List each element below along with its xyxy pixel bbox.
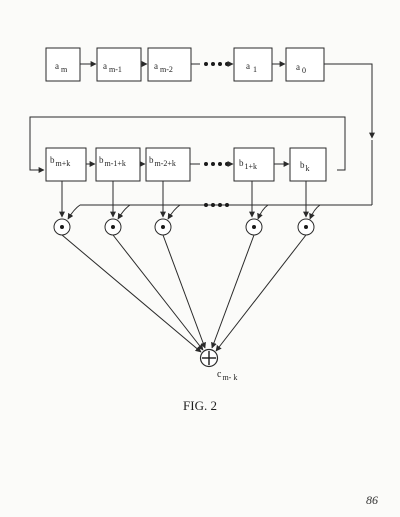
wire-a0-out <box>324 63 375 139</box>
ellipsis-dots-bottom <box>204 162 229 166</box>
register-b-m-2-plus-k: bm-2+k <box>145 147 191 182</box>
multiplier-node <box>154 218 172 236</box>
svg-text:bm-1+k: bm-1+k <box>99 155 126 168</box>
ellipsis-dots-bus <box>204 203 229 207</box>
page-number: 86 <box>366 493 378 507</box>
wire-b-feedback <box>29 116 346 173</box>
register-b-k: bk <box>289 147 327 182</box>
svg-text:a1: a1 <box>246 61 257 74</box>
svg-text:bm-2+k: bm-2+k <box>149 155 176 168</box>
adder-node <box>199 348 219 368</box>
svg-text:am-1: am-1 <box>103 61 122 74</box>
multiplier-node <box>297 218 315 236</box>
svg-text:bk: bk <box>300 160 310 173</box>
multiplier-row <box>53 218 315 236</box>
multiplier-node <box>245 218 263 236</box>
register-b-1-plus-k: b1+k <box>233 147 275 182</box>
register-b-m-1-plus-k: bm-1+k <box>95 147 141 182</box>
svg-text:am-2: am-2 <box>154 61 173 74</box>
svg-text:am: am <box>55 61 68 74</box>
svg-text:bm+k: bm+k <box>50 155 70 168</box>
svg-text:a0: a0 <box>296 62 306 75</box>
sum-wires <box>61 234 307 353</box>
output-label: cm- k <box>217 369 237 382</box>
multiplier-node <box>53 218 71 236</box>
multiplier-node <box>104 218 122 236</box>
a-bus <box>67 203 372 220</box>
b-register-row: bm+k bm-1+k bm-2+k b1+k bk <box>45 147 327 182</box>
figure-caption: FIG. 2 <box>183 398 217 413</box>
register-b-m-plus-k: bm+k <box>45 147 87 182</box>
ellipsis-dots-top <box>204 62 229 66</box>
svg-text:b1+k: b1+k <box>239 158 257 171</box>
b-taps <box>59 181 309 218</box>
